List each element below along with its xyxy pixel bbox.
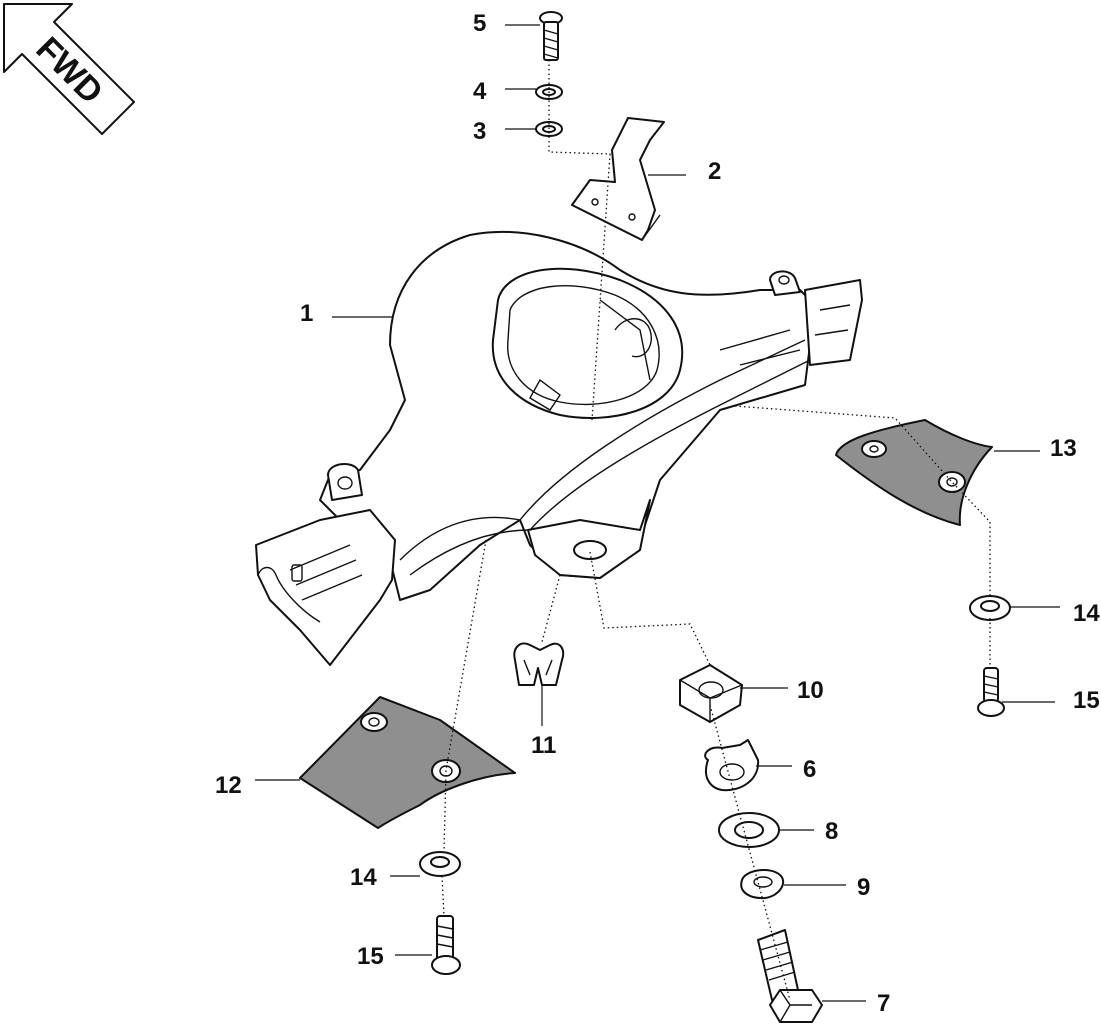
nut-part-10 [679,664,743,723]
bolt-part-15-right [977,667,1005,717]
washer-part-14-right [969,595,1011,621]
spring-washer-part-9 [740,868,785,900]
callout-10: 10 [797,677,824,704]
washer-part-14-left [419,851,461,877]
housing-part-1 [255,230,863,666]
leader-lines [255,24,1060,1002]
callout-3: 3 [473,118,487,145]
callout-15-right: 15 [1073,687,1100,714]
callout-8: 8 [825,818,839,845]
fwd-arrow-icon: FWD [3,3,135,135]
callout-7: 7 [877,990,891,1017]
callout-14-left: 14 [350,864,377,891]
callout-14-right: 14 [1073,600,1100,627]
bolt-part-7 [757,929,823,1023]
callout-15-left: 15 [357,943,384,970]
screw-part-5 [539,11,563,61]
clip-part-11 [513,642,565,686]
plate-part-13 [835,419,993,526]
bracket-part-2 [570,117,665,241]
bolt-part-15-left [431,915,461,975]
callout-5: 5 [473,10,487,37]
callout-2: 2 [708,158,722,185]
callout-4: 4 [473,78,487,105]
callout-9: 9 [857,874,871,901]
plate-part-12 [299,696,516,829]
assembly-dotted-lines [441,60,991,1001]
callout-6: 6 [803,756,817,783]
callout-11: 11 [531,732,557,759]
callout-13: 13 [1050,435,1077,462]
callout-12: 12 [215,772,242,799]
flange-part-6 [704,739,760,792]
callout-1: 1 [300,300,314,327]
washer-part-8 [718,812,780,848]
